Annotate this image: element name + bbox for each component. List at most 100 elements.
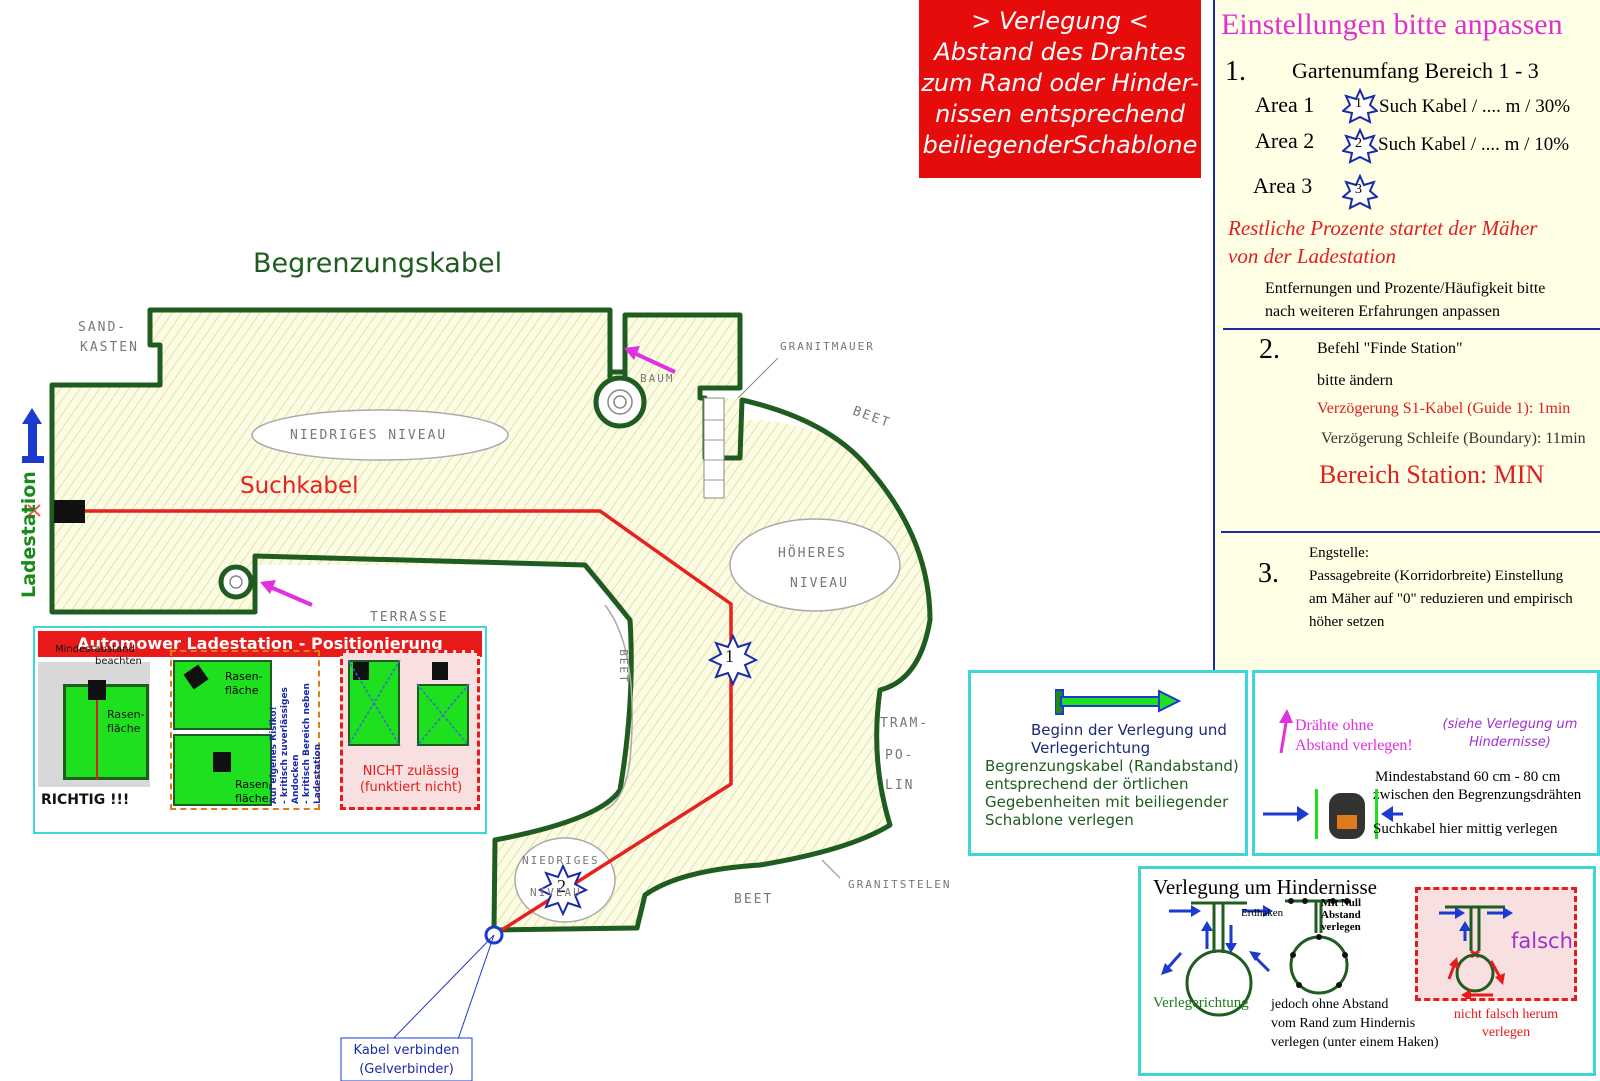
risk-line-2: - kritisch zuverlässiges Andocken — [280, 687, 301, 804]
min-line-2: beachten — [95, 656, 142, 667]
sketch-niedriges-niveau: NIEDRIGES NIVEAU — [290, 428, 448, 443]
section-3-number: 3. — [1258, 558, 1279, 589]
start-line-6: Schablone verlegen — [985, 811, 1134, 829]
nichtfalsch-1: nicht falsch herum — [1453, 1007, 1559, 1022]
marker-2-label: 2 — [557, 876, 566, 896]
area-1-num: 1 — [1355, 96, 1362, 111]
min-line-1: Mindestabstand — [55, 644, 135, 655]
settings-panel: Einstellungen bitte anpassen 1. Gartenum… — [1213, 0, 1600, 672]
sketch-beet-mid: BEET — [616, 649, 630, 684]
min-dist-2: zwischen den Begrenzungsdrähten — [1373, 787, 1582, 803]
pink-arrow-icon — [1279, 709, 1293, 754]
s2-line-2: bitte ändern — [1317, 372, 1393, 389]
verlegung-line-3: zum Rand oder Hinder- — [921, 69, 1199, 97]
rasen-4: fläche — [225, 684, 259, 697]
s2-line-4: Verzögerung Schleife (Boundary): 11min — [1321, 430, 1586, 447]
boundary-wire — [49, 307, 933, 933]
mower-icon — [1263, 789, 1403, 839]
positioning-panel: Automower Ladestation - Positionierung M… — [33, 626, 487, 834]
erdhaken-label: Erdhaken — [1241, 907, 1284, 919]
start-arrow-icon — [1055, 689, 1181, 715]
station-icon-5 — [432, 662, 448, 680]
note-line-1: Entfernungen und Prozente/Häufigkeit bit… — [1265, 280, 1546, 297]
start-line-2: Verlegerichtung — [1031, 739, 1151, 757]
verlegung-line-4: nissen entsprechend — [935, 100, 1185, 128]
legend-wires: Drähte ohne Abstand verlegen! (siehe Ver… — [1252, 670, 1600, 856]
s3-line-2: Passagebreite (Korridorbreite) Einstellu… — [1309, 568, 1564, 584]
s2-line-5: Bereich Station: MIN — [1319, 460, 1545, 489]
area-2-star-icon — [1342, 128, 1378, 164]
see-line-1: (siehe Verlegung um — [1442, 717, 1578, 732]
sketch-hoeheres-2: NIVEAU — [790, 576, 849, 591]
sketch-niedriges-3: NIVEAU — [530, 886, 582, 899]
area-2-star — [537, 863, 589, 917]
wrong-layout-icon — [1439, 905, 1513, 999]
area-1-star-icon — [1342, 88, 1378, 124]
section-1-number: 1. — [1225, 56, 1246, 87]
note-line-2: nach weiteren Erfahrungen anpassen — [1265, 303, 1500, 320]
start-line-3: Begrenzungskabel (Randabstand) — [985, 757, 1239, 775]
section-2-number: 2. — [1259, 334, 1280, 365]
mitnull-2: Abstand — [1321, 909, 1361, 921]
legend-obstacles: Verlegung um Hindernisse Verlegerichtung… — [1138, 866, 1596, 1076]
area-1-star — [707, 633, 759, 687]
sketch-tram-2: PO- — [885, 748, 915, 763]
s2-line-3: Verzögerung S1-Kabel (Guide 1): 1min — [1317, 400, 1571, 417]
rasen-2: fläche — [107, 722, 141, 735]
verlegung-line-2: Abstand des Drahtes — [934, 38, 1186, 66]
sketch-tram-1: TRAM- — [880, 716, 930, 731]
dir-label: Verlegerichtung — [1153, 995, 1249, 1011]
desc-2: vom Rand zum Hindernis — [1271, 1016, 1416, 1031]
falsch-label: falsch — [1511, 929, 1573, 953]
s3-line-4: höher setzen — [1309, 614, 1385, 630]
start-line-4: entsprechend der örtlichen — [985, 775, 1189, 793]
desc-3: verlegen (unter einem Haken) — [1271, 1035, 1439, 1050]
start-line-1: Beginn der Verlegung und — [1031, 721, 1227, 739]
garden-diagram — [22, 307, 933, 1081]
area-1-text: Such Kabel / .... m / 30% — [1379, 96, 1571, 117]
rasen-1: Rasen- — [107, 708, 145, 721]
min-dist-1: Mindestabstand 60 cm - 80 cm — [1375, 769, 1561, 785]
area-3-star-icon — [1342, 174, 1378, 210]
station-icon-1 — [88, 680, 106, 700]
area-2-label: Area 2 — [1255, 128, 1315, 153]
sketch-granitstelen: GRANITSTELEN — [848, 878, 952, 891]
lawn-area — [52, 310, 930, 930]
mitnull-3: verlegen — [1321, 921, 1361, 933]
rasen-6: fläche — [235, 792, 269, 805]
area-3-label: Area 3 — [1253, 173, 1313, 198]
sketch-sandkasten-1: SAND- — [78, 320, 128, 335]
mitnull-1: Mit Null — [1321, 897, 1362, 909]
section-1-title: Gartenumfang Bereich 1 - 3 — [1292, 58, 1539, 83]
legend-start: Beginn der Verlegung und Verlegerichtung… — [968, 670, 1248, 856]
area-3-num: 3 — [1355, 182, 1362, 197]
risk-line-3: - kritisch Bereich neben Ladestation — [302, 683, 323, 804]
tree-obstacle — [593, 375, 647, 429]
sketch-hoeheres-1: HÖHERES — [778, 546, 847, 561]
settings-title: Einstellungen bitte anpassen — [1221, 8, 1563, 41]
nicht-line-2: (funktiert nicht) — [359, 780, 463, 795]
obstacles-title: Verlegung um Hindernisse — [1153, 875, 1377, 899]
hook-layout-icon — [1285, 898, 1351, 995]
connect-label-2: (Gelverbinder) — [359, 1062, 454, 1077]
sketch-niedriges-2: NIEDRIGES — [522, 854, 600, 867]
s2-line-1: Befehl "Finde Station" — [1317, 340, 1463, 357]
sketch-granitmauer: GRANITMAUER — [780, 340, 875, 353]
risk-text: Auf eigenes Risiko! - kritisch zuverläss… — [269, 644, 324, 804]
rasen-3: Rasen- — [225, 670, 263, 683]
separator-2 — [1221, 531, 1600, 533]
rest-line-2: von der Ladestation — [1228, 244, 1396, 268]
nichtfalsch-2: verlegen — [1481, 1025, 1531, 1040]
small-obstacle — [218, 564, 254, 600]
sketch-beet-bottom: BEET — [734, 892, 774, 907]
desc-1: jedoch ohne Abstand — [1271, 997, 1389, 1012]
wires-line-1: Drähte ohne — [1295, 717, 1374, 734]
s3-line-1: Engstelle: — [1309, 545, 1369, 561]
sketch-terrasse: TERRASSE — [370, 610, 449, 625]
correct-layout-icon — [1161, 901, 1273, 1017]
connect-label-1: Kabel verbinden — [353, 1043, 460, 1058]
station-label: Ladestation — [18, 471, 40, 598]
wires-line-2: Abstand verlegen! — [1295, 737, 1413, 754]
marker-1-label: 1 — [725, 646, 734, 666]
guide-mid: Suchkabel hier mittig verlegen — [1373, 821, 1558, 837]
